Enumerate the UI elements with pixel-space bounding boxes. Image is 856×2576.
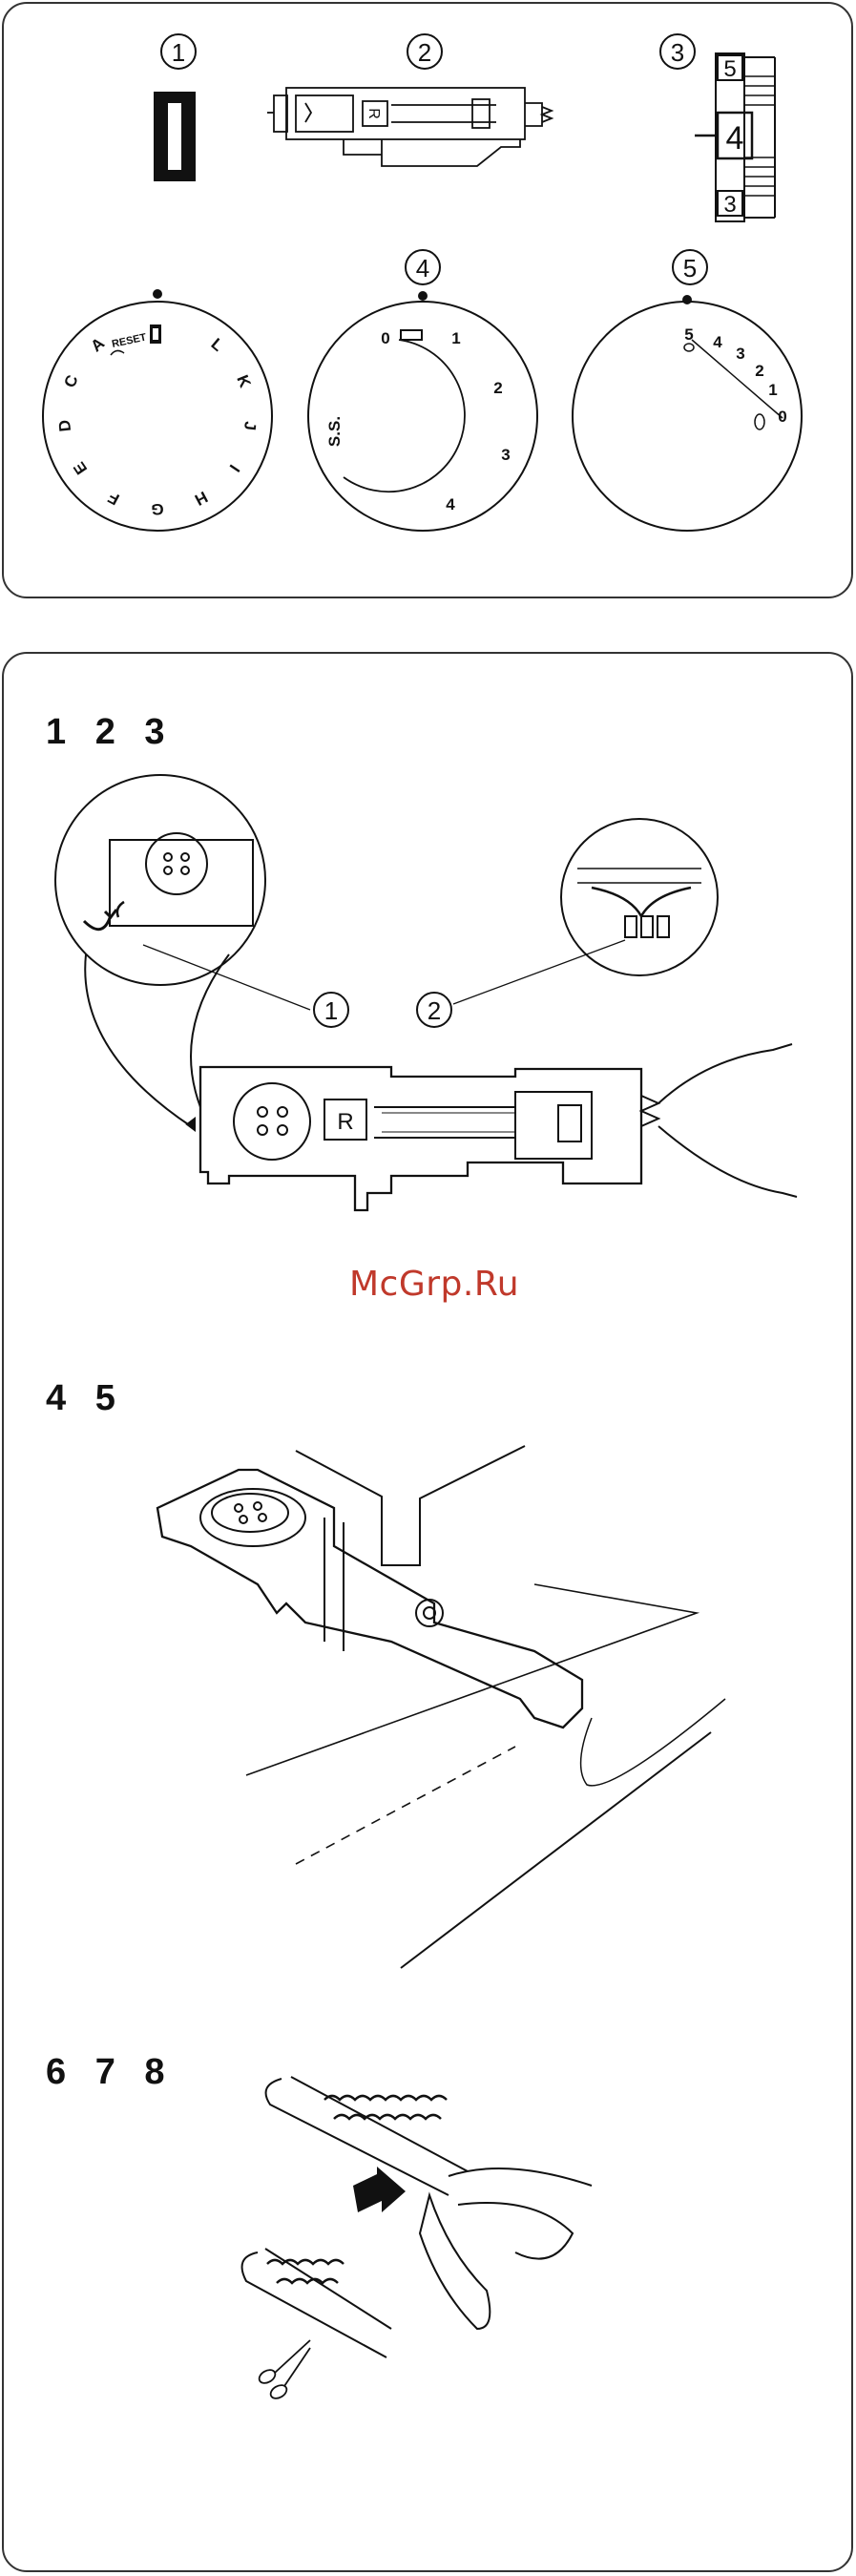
width-label-3: 3: [736, 345, 744, 363]
buttonhole-foot-large: R: [187, 1044, 797, 1210]
scale-number-top: 5: [723, 56, 736, 82]
marker-1-text: 1: [172, 38, 185, 67]
marker-3: 3: [660, 34, 695, 69]
dial-letter-k: K: [233, 372, 254, 390]
width-label-1: 1: [768, 381, 777, 399]
dial-letter-c: C: [60, 372, 81, 390]
marker-1: 1: [161, 34, 196, 69]
stitch-scale: 5 4 3: [695, 53, 775, 221]
marker-5-text: 5: [683, 254, 697, 283]
dial-letter-a: A: [88, 334, 109, 355]
buttonhole-foot-small: R: [267, 88, 552, 166]
dial-letter-g: G: [151, 500, 163, 518]
marker-2-text: 2: [418, 38, 431, 67]
foot-letter-large: R: [337, 1109, 353, 1135]
callout-2-text: 2: [428, 996, 441, 1025]
settings-illustrations: 1 2 3 R: [0, 0, 856, 601]
width-label-0: 0: [778, 408, 786, 426]
sewing-machine-scene: [157, 1446, 725, 1968]
foot-letter-small: R: [365, 108, 382, 119]
instruction-illustrations: 1 2 R: [0, 652, 856, 2572]
dial-letter-d: D: [55, 419, 74, 432]
marker-2: 2: [407, 34, 442, 69]
scissors-icon: [257, 2340, 310, 2401]
dial-letter-j: J: [240, 420, 260, 430]
length-dial: 0 1 2 3 4 S.S.: [308, 291, 537, 531]
length-label-3: 3: [501, 446, 510, 464]
dial-letter-h: H: [192, 488, 211, 510]
lever-arrow-icon: [84, 915, 111, 930]
marker-4-text: 4: [416, 254, 429, 283]
dial-letter-i: I: [226, 461, 243, 475]
reset-label: RESET: [111, 332, 148, 350]
width-label-4: 4: [713, 333, 722, 351]
width-label-2: 2: [755, 362, 763, 380]
marker-4: 4: [406, 250, 440, 284]
callout-2: 2: [417, 993, 451, 1027]
length-label-1: 1: [451, 329, 460, 347]
dial-letter-f: F: [105, 488, 122, 509]
marker-5: 5: [673, 250, 707, 284]
marker-3-text: 3: [671, 38, 684, 67]
callout-1: 1: [314, 993, 348, 1027]
magnify-circle-left: [55, 775, 265, 1126]
pattern-dial: RESET LK J I H G FE D CA: [43, 289, 272, 531]
length-label-ss: S.S.: [325, 416, 344, 447]
buttonhole-symbol: [154, 92, 196, 181]
length-label-2: 2: [493, 379, 502, 397]
length-label-4: 4: [446, 495, 455, 513]
callout-1-text: 1: [324, 996, 338, 1025]
hand-icon: [420, 2168, 592, 2329]
width-label-5: 5: [684, 325, 693, 344]
thread-loop-top: [266, 2077, 468, 2195]
dial-letter-e: E: [70, 459, 91, 478]
thread-loop-bottom: [242, 2249, 391, 2357]
arrow-right-icon: [353, 2167, 406, 2212]
magnify-circle-right: [561, 819, 718, 975]
scale-number-selected: 4: [726, 120, 744, 157]
length-label-0: 0: [381, 329, 389, 347]
width-dial: 5 4 3 2 1 0: [573, 295, 802, 531]
scale-number-bottom: 3: [723, 192, 736, 218]
dial-letter-l: L: [208, 335, 227, 355]
